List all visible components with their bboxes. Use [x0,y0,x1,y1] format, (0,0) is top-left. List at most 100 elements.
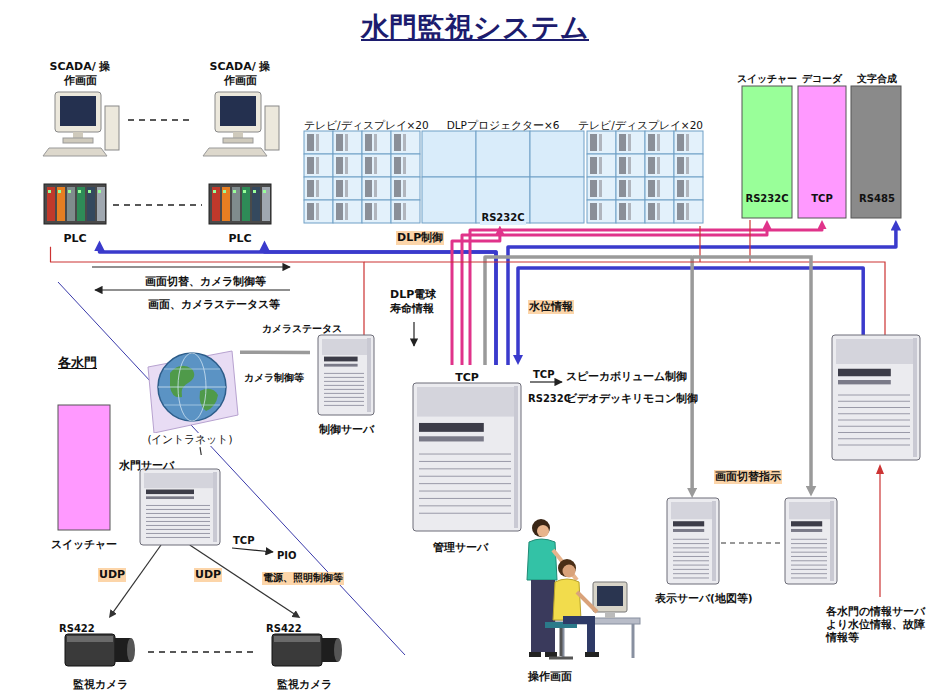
server-icon-part [673,521,704,526]
display-wall-part [374,157,377,174]
camera-icon-part [334,638,342,662]
globe-icon: (イントラネット) [140,345,240,447]
server-label: 制御サーバ [319,423,374,437]
text-holder: 文字合成 [857,68,897,86]
operator-illustration-part [560,628,563,656]
server-icon-part [324,397,364,398]
text-holder: 水門サーバ [119,455,174,473]
operator-illustration-part [531,580,555,652]
display-wall-part [619,203,626,220]
server-icon-part [791,547,827,548]
server-label: 表示サーバ(地図等) [655,592,753,605]
server-icon-part [514,386,518,528]
text-holder: 管理サーバ [433,537,488,555]
operator-illustration-part [537,525,549,537]
display-wall-part [677,134,684,151]
display-wall-part [648,134,655,151]
operator-illustration-part [553,550,577,580]
display-wall-part [587,154,616,177]
operator-illustration-part [558,559,576,577]
server-icon-part [791,560,827,561]
server-icon-part [673,529,704,532]
site-region-part [50,348,345,692]
text-holder: 水位情報 [528,296,574,314]
display-wall-part [476,131,530,177]
display-wall-part [599,203,602,220]
server-icon-part [324,401,364,402]
display-wall-part [587,131,616,154]
dashed-continuation [128,119,192,121]
text-holder: テレビ/ディスプレイ×20 [578,115,703,133]
display-wall-part [304,177,333,200]
server-icon-part [791,577,827,578]
text-holder: SCADA/ 操作画面 [209,60,271,88]
server-icon-part [146,490,194,495]
site-region: スイッチャー水門サーバRS422監視カメラRS422監視カメラ各水門 [50,348,345,692]
display-wall-part [307,134,314,151]
connector-label: 水位情報 [528,300,574,314]
display-wall-part [619,180,626,197]
text-holder: カメラ制御等 [244,367,304,385]
display-label: RS232C [480,212,525,225]
display-wall-part [345,203,348,220]
computer-icon-part [60,96,96,126]
annotation-label: PIO [277,550,297,563]
camera-label: RS422 [59,623,95,636]
network-label: (イントラネット) [146,433,233,446]
display-wall-part [365,180,372,197]
server-icon-part [838,369,891,377]
display-wall-part [628,180,631,197]
display-wall-part [590,157,597,174]
server-icon-part [838,407,910,408]
server-label: TCP [455,371,479,385]
text-holder: RS485 [859,188,895,206]
plc-icon-part [78,190,81,193]
flow-arrow [232,548,273,552]
display-wall-part [362,131,391,154]
display-wall-part [374,134,377,151]
globe-icon-part [200,389,218,411]
display-wall-part [362,177,391,200]
connector-label: UDP [194,568,222,582]
display-wall-part [403,180,406,197]
device-box: デコーダTCP [796,68,848,220]
server-icon-part [673,573,709,574]
plc-icon-part [48,190,51,193]
plc-label: PLC [228,232,251,246]
server-icon-part [789,502,833,519]
display-wall-part [307,157,314,174]
server-icon-part [146,529,210,530]
text-holder: 制御サーバ [319,419,374,437]
text-holder: RS422 [59,618,95,636]
operator-illustration-part [553,579,581,620]
text-holder: TCP [455,367,479,385]
display-wall-part [333,154,362,177]
display-wall-part [677,180,684,197]
server-icon-part [146,525,210,526]
annotation-label: 電源、照明制御等 [262,572,344,585]
server-icon-part [673,539,709,540]
display-wall-part [616,177,645,200]
display-wall-part [374,180,377,197]
server-icon-part [838,438,910,439]
display-wall-part [362,200,391,223]
text-holder: PIO [277,545,297,563]
display-wall-part [394,134,401,151]
server-icon-part [413,383,521,531]
display-wall-part [391,131,420,154]
display-wall-part [657,134,660,151]
display-wall-part [645,154,674,177]
text-holder: 画面切替、カメラ制御等 [145,271,266,289]
server-icon-part [146,533,210,534]
operator-illustration-part [563,565,576,578]
annotation-label: スピーカボリューム制御 [566,370,687,384]
server-icon-part [324,357,358,362]
flow-arrow [95,289,290,290]
server-icon-part [791,569,827,570]
display-wall-part [422,177,476,223]
text-holder: スピーカボリューム制御 [566,366,687,384]
display-label: テレビ/ディスプレイ×20 [578,119,703,132]
text-holder: 電源、照明制御等 [262,567,344,585]
display-wall-part [648,203,655,220]
server-icon-part [417,387,517,417]
